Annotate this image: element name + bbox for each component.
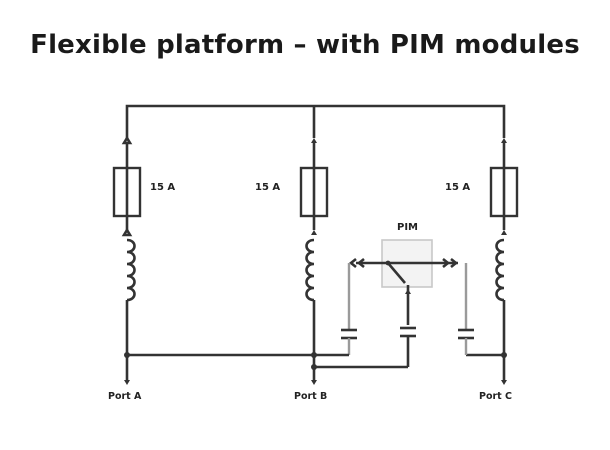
fuse-c-rating: 15 A [445, 182, 470, 193]
fuse-b-rating: 15 A [255, 182, 280, 193]
diagram-title: Flexible platform – with PIM modules [30, 30, 580, 60]
pim-label: PIM [397, 222, 418, 233]
capacitor-right [458, 263, 474, 355]
branch-c [489, 138, 519, 385]
inductor-b [305, 238, 315, 302]
fuse-a-rating: 15 A [150, 182, 175, 193]
capacitor-left [314, 263, 357, 357]
port-b-label: Port B [294, 391, 327, 402]
branch-b [299, 138, 329, 385]
pim-module [348, 239, 459, 325]
bottom-bus [127, 353, 504, 369]
port-c-label: Port C [479, 391, 512, 402]
inductor-a [126, 238, 136, 302]
branch-a [112, 135, 142, 385]
inductor-c [495, 238, 505, 302]
top-bus [125, 104, 506, 138]
port-a-label: Port A [108, 391, 142, 402]
capacitor-middle [400, 326, 416, 367]
